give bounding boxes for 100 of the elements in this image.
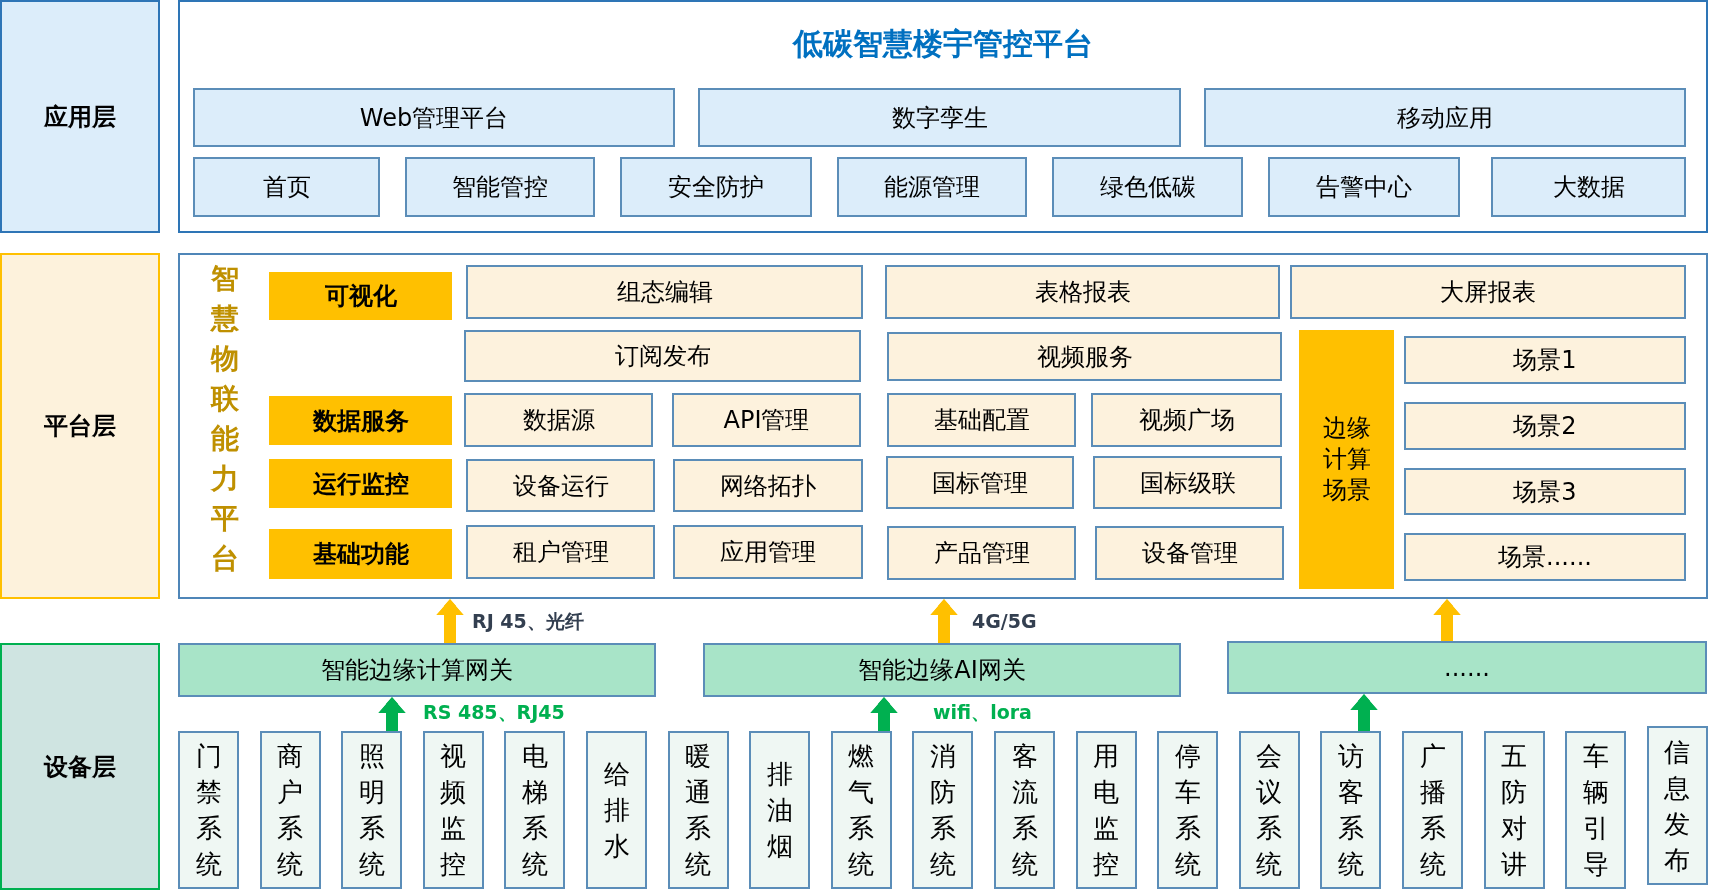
module-label: 能源管理 — [884, 172, 980, 203]
function-label: 场景...... — [1498, 542, 1592, 573]
category-label: 基础功能 — [312, 539, 409, 570]
module-label: 告警中心 — [1316, 172, 1412, 203]
arrow — [930, 599, 958, 643]
category-block — [269, 396, 452, 445]
device-label: 暖通系统 — [685, 740, 712, 881]
device-label: 燃气系统 — [848, 740, 875, 881]
gateway-label: ...... — [1444, 653, 1490, 682]
category-label: 运行监控 — [312, 468, 409, 500]
function-box — [887, 332, 1282, 381]
function-box — [1404, 468, 1686, 515]
function-label: 基础配置 — [933, 405, 1030, 436]
function-box — [466, 525, 655, 579]
function-box — [464, 393, 653, 447]
device-box — [912, 731, 974, 889]
device-box — [1483, 731, 1545, 889]
function-box — [464, 330, 861, 382]
function-box — [1091, 393, 1282, 447]
arrow — [1350, 694, 1378, 731]
function-label: 组态编辑 — [616, 277, 713, 308]
device-label: 广播系统 — [1419, 740, 1446, 881]
module-label: 大数据 — [1552, 172, 1625, 203]
device-label: 消防系统 — [929, 740, 956, 881]
function-label: 视频广场 — [1138, 405, 1235, 436]
function-box — [1404, 402, 1686, 450]
arrow — [378, 697, 406, 731]
platform-panel — [178, 253, 1708, 599]
function-box — [673, 525, 863, 579]
function-box — [1095, 526, 1284, 580]
device-box — [830, 731, 892, 889]
category-block — [269, 529, 452, 579]
function-label: 网络拓扑 — [720, 470, 816, 502]
function-label: 订阅发布 — [614, 341, 711, 372]
device-label: 排油烟 — [766, 758, 793, 863]
function-label: 国标管理 — [932, 467, 1028, 499]
device-label: 给排水 — [603, 758, 630, 863]
module-box — [193, 157, 380, 217]
module-box — [620, 157, 812, 217]
function-label: 应用管理 — [720, 537, 816, 568]
edge-label: wifi、lora — [931, 701, 1034, 723]
section-label: 边缘计算场景 — [1322, 412, 1371, 507]
module-label: 移动应用 — [1397, 102, 1493, 134]
device-label: 用电监控 — [1093, 740, 1120, 881]
function-box — [1290, 265, 1686, 319]
device-box — [1075, 731, 1137, 889]
category-block — [269, 459, 452, 508]
function-label: 视频服务 — [1036, 341, 1133, 373]
gateway-label: 智能边缘计算网关 — [321, 655, 513, 686]
device-label: 门禁系统 — [195, 740, 222, 881]
category-label: 数据服务 — [312, 405, 409, 437]
layer-label: 应用层 — [44, 101, 116, 133]
function-label: 场景2 — [1513, 411, 1577, 442]
function-box — [673, 459, 863, 512]
device-box — [1402, 731, 1463, 889]
function-box — [885, 265, 1280, 319]
device-box — [1320, 731, 1382, 889]
function-label: 数据源 — [522, 405, 595, 436]
arrow — [436, 599, 464, 643]
function-label: 场景3 — [1513, 476, 1577, 508]
device-label: 车辆引导 — [1582, 740, 1609, 881]
function-box — [1093, 456, 1282, 509]
function-box — [1404, 336, 1686, 384]
module-label: 数字孪生 — [891, 102, 988, 134]
function-label: 设备运行 — [512, 470, 609, 502]
device-box — [504, 731, 566, 889]
function-box — [672, 393, 861, 447]
device-box — [586, 731, 647, 889]
function-label: API管理 — [723, 405, 810, 436]
device-label: 商户系统 — [277, 740, 304, 881]
module-label: 安全防护 — [668, 172, 764, 203]
gateway-box — [1227, 641, 1707, 694]
device-box — [667, 731, 729, 889]
module-box — [1491, 157, 1686, 217]
module-box — [1268, 157, 1460, 217]
layer-label: 设备层 — [44, 751, 116, 783]
layer-box — [0, 253, 160, 599]
module-box — [405, 157, 595, 217]
device-label: 会议系统 — [1256, 740, 1283, 881]
function-box — [887, 526, 1076, 580]
function-label: 设备管理 — [1141, 538, 1238, 569]
gateway-label: 智能边缘AI网关 — [858, 655, 1026, 686]
device-label: 五防对讲 — [1501, 740, 1528, 881]
module-box — [698, 88, 1181, 147]
function-label: 国标级联 — [1139, 467, 1236, 499]
function-box — [466, 459, 655, 512]
panel-title: 低碳智慧楼宇管控平台 — [791, 25, 1094, 63]
module-label: Web管理平台 — [359, 102, 509, 134]
device-box — [1238, 731, 1300, 889]
category-label: 可视化 — [324, 281, 397, 312]
device-box — [178, 731, 239, 889]
device-box — [749, 731, 811, 889]
device-box — [1565, 731, 1627, 889]
function-box — [887, 393, 1076, 447]
device-box — [1157, 731, 1219, 889]
device-box — [1646, 726, 1708, 885]
device-label: 视频监控 — [440, 740, 467, 881]
function-label: 大屏报表 — [1440, 277, 1536, 308]
arrow — [870, 697, 898, 731]
function-label: 场景1 — [1513, 345, 1577, 376]
